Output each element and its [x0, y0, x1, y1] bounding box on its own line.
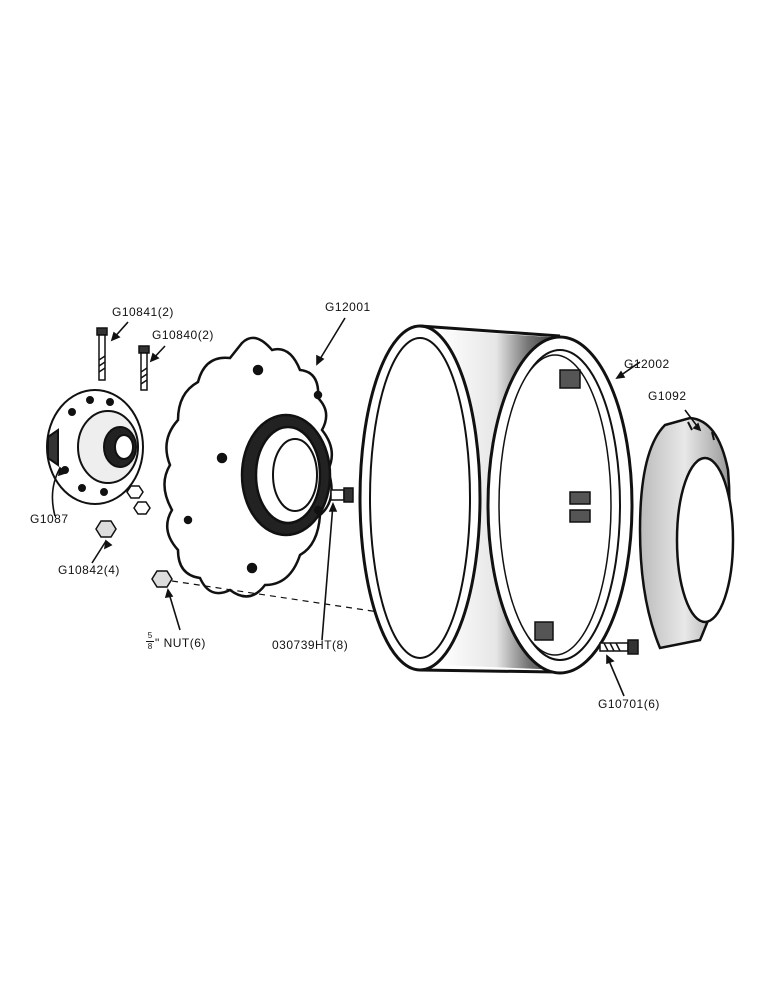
label-030739ht: 030739HT(8) [272, 638, 349, 652]
fraction-numerator: 5 [147, 631, 153, 640]
bolt-g10701 [599, 639, 639, 655]
label-g10841: G10841(2) [112, 305, 174, 319]
label-g10840: G10840(2) [152, 328, 214, 342]
nut-small [95, 485, 173, 588]
center-disc-part [163, 336, 334, 598]
label-g10701: G10701(6) [598, 697, 660, 711]
label-g12002: G12002 [624, 357, 670, 371]
fraction-bar [146, 641, 154, 642]
leader-lines [51, 317, 702, 697]
alignment-dashed-line [171, 580, 393, 615]
label-g1092: G1092 [648, 389, 687, 403]
bolt-g10840 [138, 345, 150, 391]
wheel-weight-part [638, 416, 735, 650]
label-g12001: G12001 [325, 300, 371, 314]
nut-size-fraction: 5 8 [146, 632, 154, 651]
rim-part [358, 324, 634, 675]
label-g10842: G10842(4) [58, 563, 120, 577]
fraction-denominator: 8 [147, 642, 153, 651]
bolt-g10841 [96, 327, 108, 381]
hub-part [46, 389, 144, 505]
label-g1087: G1087 [30, 512, 69, 526]
label-nut: " NUT(6) [155, 636, 206, 650]
bolt-030739ht [330, 487, 354, 503]
